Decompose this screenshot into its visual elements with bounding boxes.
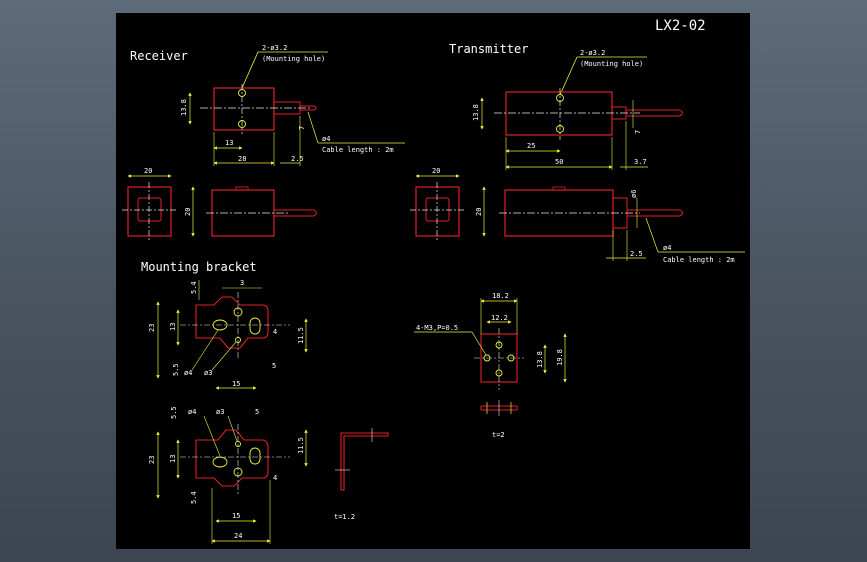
transmitter-dim-length: 50 (555, 158, 563, 166)
bracket-bottom-d24: 24 (234, 532, 242, 540)
plate-thread-leader (471, 331, 487, 356)
bracket-top-leader-dia4 (191, 329, 219, 371)
bracket-bottom-slot-right (249, 447, 261, 465)
bracket-bottom-d115: 11.5 (297, 437, 305, 454)
receiver-hole-callout: 2-ø3.2 (262, 44, 287, 52)
transmitter-dim-lens: ø6 (630, 190, 638, 198)
bracket-bottom-d55: 5.5 (170, 406, 178, 419)
bracket-top-outline (195, 296, 269, 349)
transmitter-end-lens (425, 197, 450, 222)
plate-d182: 18.2 (492, 292, 509, 300)
bracket-top-d23: 23 (148, 324, 156, 332)
transmitter-hole-callout: 2-ø3.2 (580, 49, 605, 57)
bracket-top-slot-right (249, 317, 261, 335)
bracket-bottom-d54: 5.4 (190, 491, 198, 504)
transmitter-dim-height: 13.8 (472, 104, 480, 121)
bracket-top-d115: 11.5 (297, 327, 305, 344)
bracket-bottom-leader-dia3 (227, 415, 238, 442)
transmitter-end-body (415, 186, 460, 237)
bracket-top-dia4: ø4 (184, 369, 192, 377)
transmitter-end-width: 20 (432, 167, 440, 175)
transmitter-end-height: 20 (475, 208, 483, 216)
transmitter-cable-length: Cable length : 2m (663, 256, 735, 264)
transmitter-label: Transmitter (449, 42, 528, 56)
bracket-section: Mounting bracket 23 13 5.4 3 4 11.5 5.5 … (141, 260, 389, 544)
bracket-bottom-d13: 13 (169, 455, 177, 463)
transmitter-dim-cable-offset2: 2.5 (630, 250, 643, 258)
plate-d198: 19.8 (556, 349, 564, 366)
receiver-dim-height: 13.8 (180, 99, 188, 116)
transmitter-callout-leader (559, 56, 578, 96)
receiver-cable-dia: ø4 (322, 135, 330, 143)
bracket-label: Mounting bracket (141, 260, 257, 274)
bracket-top-dia3: ø3 (204, 369, 212, 377)
plate-section: 18.2 12.2 4-M3,P=0.5 13.8 19.8 t=2 (414, 292, 567, 439)
transmitter-cable-dia: ø4 (663, 244, 671, 252)
bracket-bottom-dia4: ø4 (188, 408, 196, 416)
bracket-bottom-dia3: ø3 (216, 408, 224, 416)
plate-thread: 4-M3,P=0.5 (416, 324, 458, 332)
receiver-cable-leader (307, 111, 319, 144)
transmitter-cable-leader (645, 217, 659, 253)
receiver-end-lens (137, 197, 162, 222)
receiver-dim-cable-offset: 2.5 (291, 155, 304, 163)
bracket-bottom-leader-dia4 (203, 415, 221, 457)
transmitter-dim-cable-offset: 3.7 (634, 158, 647, 166)
bracket-bottom-outline (195, 429, 269, 487)
receiver-side-tab (235, 186, 249, 191)
plate-d122: 12.2 (491, 314, 508, 322)
transmitter-side-tab (552, 186, 566, 191)
bracket-top-leader-dia3 (211, 341, 237, 371)
transmitter-side-cable-end (679, 209, 683, 217)
receiver-hole-note: (Mounting hole) (262, 55, 325, 63)
receiver-section: Receiver 2-ø3.2 (Mounting hole) 13.8 13 … (122, 44, 405, 240)
bracket-top-d5: 5 (272, 362, 276, 370)
bracket-l-profile (340, 432, 389, 491)
receiver-end-body (127, 186, 172, 237)
receiver-label: Receiver (130, 49, 188, 63)
receiver-dim-hole-offset: 13 (225, 139, 233, 147)
receiver-dim-cable-dia-side: 7 (298, 126, 306, 130)
drawing-title: LX2-02 (655, 18, 706, 34)
transmitter-dim-hole-offset: 25 (527, 142, 535, 150)
plate-d138: 13.8 (536, 351, 544, 368)
receiver-end-width: 20 (144, 167, 152, 175)
receiver-cable-length: Cable length : 2m (322, 146, 394, 154)
receiver-dim-length: 28 (238, 155, 246, 163)
receiver-callout-leader (241, 51, 259, 89)
drawing-sheet (116, 13, 750, 549)
transmitter-dim-cable-dia-side: 7 (634, 130, 642, 134)
bracket-bottom-d23: 23 (148, 456, 156, 464)
transmitter-cable-end (679, 109, 683, 117)
bracket-top-d13: 13 (169, 323, 177, 331)
transmitter-hole-note: (Mounting hole) (580, 60, 643, 68)
receiver-side-cable-end (313, 209, 317, 217)
bracket-top-d3: 3 (240, 279, 244, 287)
plate-thickness: t=2 (492, 431, 505, 439)
receiver-cable-end (313, 105, 317, 111)
bracket-top-d55: 5.5 (172, 363, 180, 376)
bracket-bottom-d15: 15 (232, 512, 240, 520)
bracket-thickness: t=1.2 (334, 513, 355, 521)
bracket-top-d54: 5.4 (190, 281, 198, 294)
transmitter-section: Transmitter 2-ø3.2 (Mounting hole) 13.8 … (410, 42, 745, 264)
receiver-end-height: 20 (184, 208, 192, 216)
bracket-top-d4: 4 (273, 328, 277, 336)
bracket-bottom-d4: 4 (273, 474, 277, 482)
bracket-bottom-d5: 5 (255, 408, 259, 416)
bracket-top-d15: 15 (232, 380, 240, 388)
